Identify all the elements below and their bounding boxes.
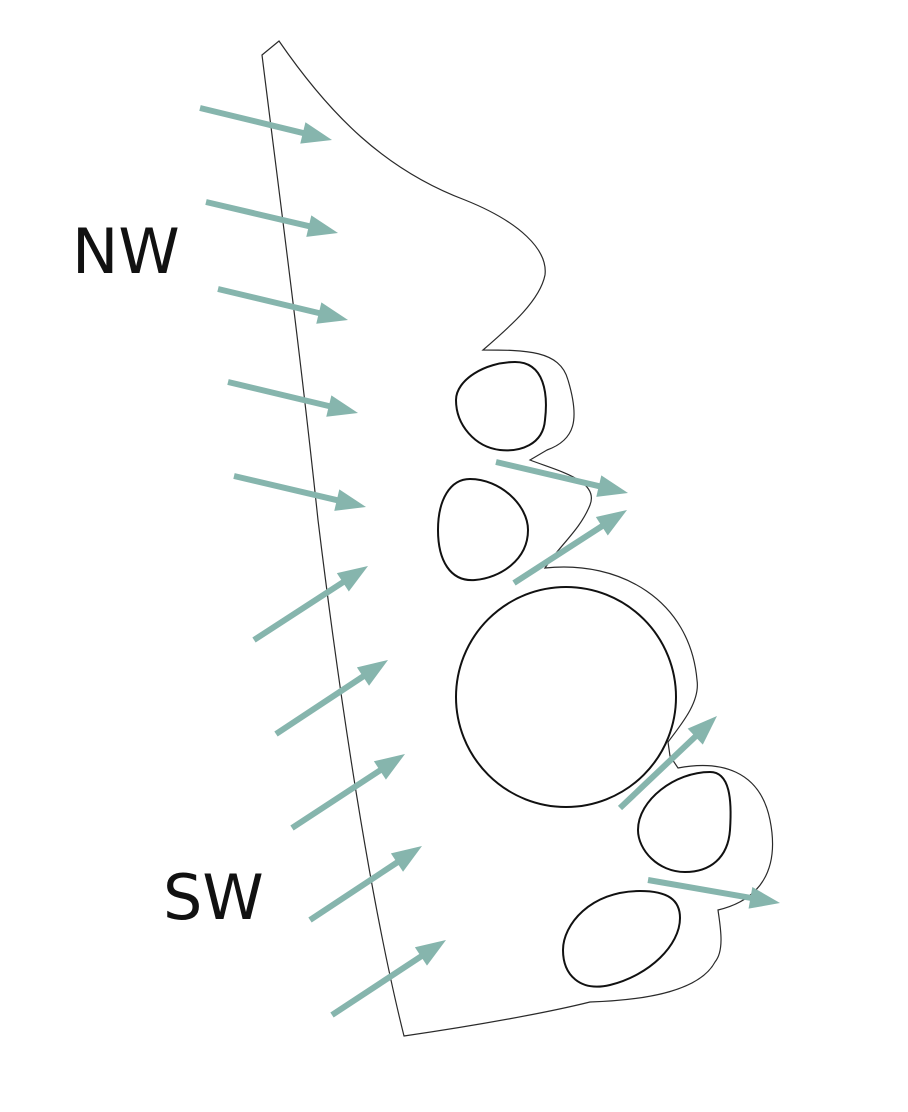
wind-arrow xyxy=(495,459,628,497)
wind-arrow xyxy=(647,877,780,909)
wind-arrow-head xyxy=(336,566,368,592)
wind-arrow-shaft xyxy=(274,672,367,737)
wind-arrow-shaft xyxy=(617,733,699,811)
wind-arrow xyxy=(617,716,717,811)
wind-arrow-head xyxy=(316,302,348,324)
wind-arrow-head xyxy=(306,215,338,237)
wind-arrow xyxy=(252,566,368,643)
wind-arrow-head xyxy=(595,510,627,536)
building-outline xyxy=(261,40,774,1037)
wind-arrow-head xyxy=(373,754,405,780)
opening-2 xyxy=(436,477,530,582)
wind-arrow-head xyxy=(300,122,332,144)
wind-arrow xyxy=(217,286,348,324)
wind-arrow-shaft xyxy=(199,105,306,137)
opening-4 xyxy=(636,770,732,874)
wind-arrow-shaft xyxy=(227,379,332,410)
wind-arrow xyxy=(233,473,366,511)
wind-arrow xyxy=(512,510,627,586)
wind-arrow-head xyxy=(687,716,717,745)
sw-label: SW xyxy=(163,861,264,934)
wind-arrow-shaft xyxy=(647,877,753,902)
opening-5 xyxy=(561,889,682,988)
wind-arrows xyxy=(199,105,780,1018)
wind-arrow xyxy=(227,379,358,417)
wind-arrow-shaft xyxy=(512,522,606,586)
wind-arrow-head xyxy=(326,395,358,417)
wind-arrow-head xyxy=(356,660,388,686)
wind-arrow-head xyxy=(748,887,780,909)
wind-arrow-shaft xyxy=(252,578,347,643)
wind-arrow xyxy=(330,940,446,1018)
wind-arrow xyxy=(290,754,405,831)
wind-arrow xyxy=(199,105,332,144)
wind-arrow xyxy=(205,199,338,237)
wind-arrow xyxy=(274,660,388,737)
wind-arrow-shaft xyxy=(308,858,401,923)
wind-arrow xyxy=(308,846,422,923)
wind-arrow-shaft xyxy=(205,199,312,230)
opening-3 xyxy=(455,586,677,808)
wind-arrow-head xyxy=(334,489,366,511)
wind-arrow-shaft xyxy=(217,286,322,317)
wind-arrow-shaft xyxy=(290,766,384,831)
wind-arrow-shaft xyxy=(233,473,340,504)
opening-1 xyxy=(454,360,547,452)
wind-arrow-shaft xyxy=(330,952,425,1018)
wind-arrow-head xyxy=(414,940,446,966)
wind-arrow-head xyxy=(390,846,422,872)
wind-arrow-shaft xyxy=(495,459,602,490)
nw-label: NW xyxy=(72,215,180,288)
wind-arrow-head xyxy=(596,475,628,497)
